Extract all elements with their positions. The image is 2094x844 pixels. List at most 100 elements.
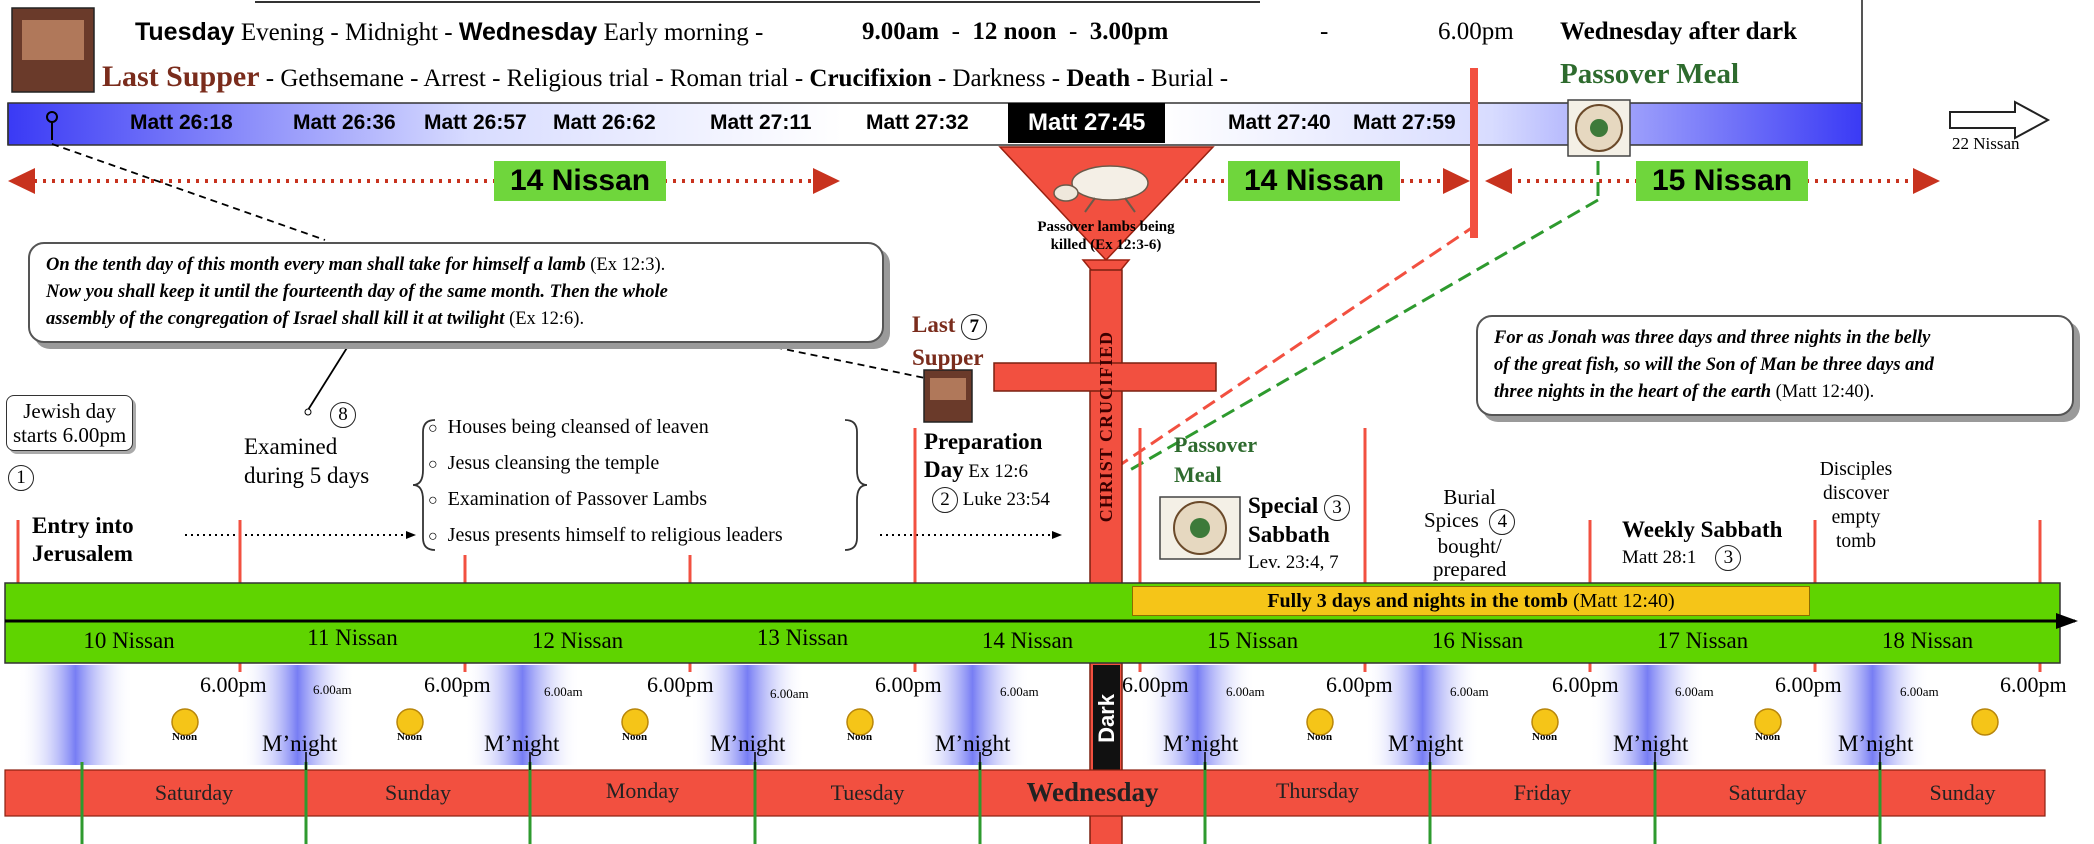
label-22-nissan: 22 Nissan	[1952, 134, 2020, 153]
lamb-caption: Passover lambs being killed (Ex 12:3-6)	[1037, 219, 1175, 253]
header-dash: -	[1320, 18, 1329, 45]
header-9am: 9.00am	[862, 18, 940, 45]
noon-label: Noon	[1755, 731, 1781, 743]
ref-matt-27-59: Matt 27:59	[1353, 111, 1456, 134]
night-bands	[18, 665, 1930, 765]
jewish-day-note: Jewish day starts 6.00pm	[6, 395, 134, 451]
entry-jerusalem: Entry into Jerusalem	[32, 513, 134, 566]
nissan-day-10: 10 Nissan	[83, 628, 175, 653]
nissan-day-17: 17 Nissan	[1656, 628, 1749, 653]
header-12noon: 12 noon	[972, 18, 1057, 45]
nissan-day-18: 18 Nissan	[1881, 628, 1974, 653]
weekday-band	[4, 769, 2046, 817]
time-6pm: 6.00pm	[1122, 672, 1189, 697]
weekday-wednesday: Wednesday	[1026, 777, 1159, 807]
connector-last-supper	[739, 339, 926, 379]
disciples-empty-tomb: Disciples discover empty tomb	[1819, 459, 1893, 552]
event-item: Jesus presents himself to religious lead…	[428, 518, 783, 554]
time-6am: 6.00am	[544, 684, 583, 699]
header-evening: Evening - Midnight -	[234, 19, 459, 46]
time-midnight: M’night	[484, 731, 560, 756]
badge-1: 1	[8, 465, 34, 491]
time-6pm: 6.00pm	[1552, 672, 1619, 697]
time-6am: 6.00am	[1900, 684, 1939, 699]
weekly-sabbath: Weekly Sabbath Matt 28:1 3	[1622, 516, 1782, 572]
midnight-mini-ticks	[305, 752, 1881, 770]
examined-label: Examined during 5 days	[244, 434, 370, 488]
time-midnight: M’night	[935, 731, 1011, 756]
header-darkness: - Darkness -	[931, 65, 1067, 92]
ref-matt-26-36: Matt 26:36	[293, 111, 396, 134]
header-3pm: 3.00pm	[1089, 18, 1169, 45]
noon-label: Noon	[622, 731, 648, 743]
nissan-day-11: 11 Nissan	[307, 625, 398, 650]
weekday-friday: Friday	[1513, 780, 1572, 805]
header-events: - Gethsemane - Arrest - Religious trial …	[259, 65, 810, 92]
nissan-day-16: 16 Nissan	[1431, 628, 1524, 653]
connector-crucifixion-red	[1119, 223, 1477, 467]
connector-tenth-day	[51, 143, 326, 241]
bracket-left	[412, 419, 436, 551]
ref-matt-27-40: Matt 27:40	[1228, 111, 1331, 134]
event-item: Houses being cleansed of leaven	[428, 410, 783, 446]
continue-arrow	[1949, 100, 2051, 140]
time-6pm: 6.00pm	[2000, 672, 2067, 697]
passover-plate-icon	[1567, 99, 1631, 157]
weekday-sunday: Sunday	[385, 780, 451, 805]
time-6pm: 6.00pm	[1326, 672, 1393, 697]
nissan-day-13: 13 Nissan	[756, 625, 849, 650]
header-early-morning: Early morning -	[597, 19, 764, 46]
time-6pm: 6.00pm	[647, 672, 714, 697]
header-times: 9.00am - 12 noon - 3.00pm	[862, 18, 1169, 45]
time-6am: 6.00am	[770, 686, 809, 701]
header-wednesday-after-dark: Wednesday after dark	[1560, 18, 1798, 45]
callout-jonah: For as Jonah was three days and three ni…	[1476, 315, 2074, 416]
ref-matt-27-45: Matt 27:45	[1008, 103, 1166, 143]
header-last-supper: Last Supper	[102, 60, 260, 93]
weekday-saturday-2: Saturday	[1728, 780, 1807, 805]
ref-matt-26-62: Matt 26:62	[553, 111, 656, 134]
badge-8: 8	[330, 402, 356, 428]
noon-label: Noon	[847, 731, 873, 743]
nissan-box-15: 15 Nissan	[1636, 161, 1809, 201]
noon-label: Noon	[1307, 731, 1333, 743]
time-6am: 6.00am	[1000, 684, 1039, 699]
lamb-icon	[1053, 165, 1149, 213]
time-6pm: 6.00pm	[1775, 672, 1842, 697]
header-line-2: Last Supper - Gethsemane - Arrest - Reli…	[102, 60, 1228, 94]
bracket-right	[844, 419, 868, 551]
nissan-day-14: 14 Nissan	[981, 628, 1074, 653]
event-item: Examination of Passover Lambs	[428, 482, 783, 518]
noon-label: Noon	[172, 731, 198, 743]
time-6pm: 6.00pm	[200, 672, 267, 697]
header-line-1: Tuesday Evening - Midnight - Wednesday E…	[135, 18, 763, 47]
nissan-box-14-right: 14 Nissan	[1228, 161, 1401, 201]
time-6am: 6.00am	[1226, 684, 1265, 699]
time-midnight: M’night	[1613, 731, 1689, 756]
burial-spices: Burial Spices 4 bought/ prepared	[1424, 486, 1516, 581]
noon-label: Noon	[397, 731, 423, 743]
ref-matt-27-11: Matt 27:11	[710, 111, 812, 134]
header-death: Death	[1066, 65, 1131, 92]
event-item: Jesus cleansing the temple	[428, 446, 783, 482]
time-6am: 6.00am	[1450, 684, 1489, 699]
time-midnight: M’night	[710, 731, 786, 756]
darkness-bar	[1093, 665, 1120, 775]
header-6pm: 6.00pm	[1438, 18, 1514, 45]
callout-exodus: On the tenth day of this month every man…	[28, 242, 884, 343]
weekday-tuesday: Tuesday	[830, 780, 905, 805]
header-burial: - Burial -	[1130, 65, 1229, 92]
lamb-triangle	[998, 146, 1215, 262]
nissan-day-15: 15 Nissan	[1206, 628, 1299, 653]
passover-plate-icon-small	[1159, 496, 1241, 560]
connector-passover-green	[1129, 198, 1599, 472]
time-6am: 6.00am	[313, 682, 352, 697]
time-6pm: 6.00pm	[424, 672, 491, 697]
sun-icons	[171, 708, 1999, 736]
time-6am: 6.00am	[1675, 684, 1714, 699]
last-supper-label: Last 7 Supper	[912, 308, 988, 374]
noon-label: Noon	[1532, 731, 1558, 743]
connector-examined	[307, 334, 356, 411]
weekday-monday: Monday	[605, 778, 680, 803]
